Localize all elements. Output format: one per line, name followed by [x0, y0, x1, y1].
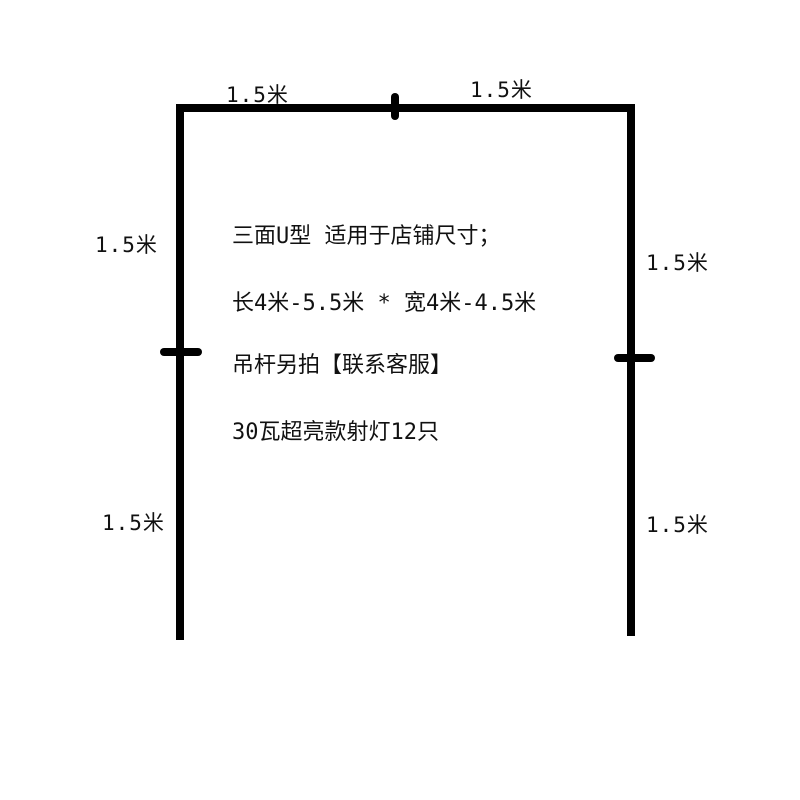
info-line-u-type: 三面U型 适用于店铺尺寸； [232, 224, 501, 249]
info-line-spotlights: 30瓦超亮款射灯12只 [232, 420, 439, 445]
info-line-size-range: 长4米-5.5米 * 宽4米-4.5米 [232, 291, 537, 316]
info-line-hanging-rod: 吊杆另拍【联系客服】 [232, 353, 453, 378]
left-upper-dimension: 1.5米 [95, 233, 158, 257]
u-frame-outline [176, 104, 635, 640]
left-lower-dimension: 1.5米 [102, 511, 165, 535]
top-left-dimension: 1.5米 [226, 83, 289, 107]
top-right-dimension: 1.5米 [470, 78, 533, 102]
right-lower-dimension: 1.5米 [646, 513, 709, 537]
right-upper-dimension: 1.5米 [646, 251, 709, 275]
